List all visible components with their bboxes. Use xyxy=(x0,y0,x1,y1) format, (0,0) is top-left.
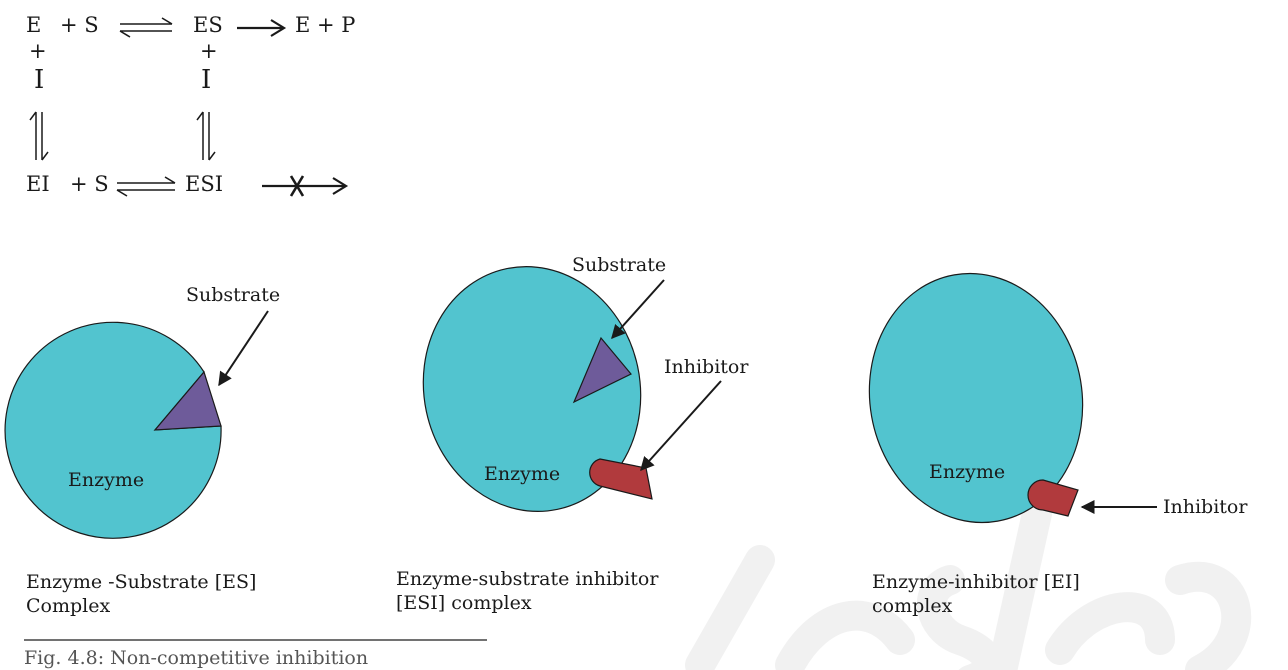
species-ei: EI xyxy=(26,172,50,196)
species-e: E xyxy=(26,13,42,37)
plus-inhibitor-right: + xyxy=(200,39,218,63)
caption-1-line2: Complex xyxy=(26,595,111,617)
substrate-label-2: Substrate xyxy=(572,254,667,276)
species-products: E + P xyxy=(295,13,356,37)
inhibitor-i-right: I xyxy=(201,65,212,95)
inhibitor-label-2: Inhibitor xyxy=(664,356,749,378)
equilibrium-arrow-ei-s xyxy=(116,176,176,197)
enzyme-body-1 xyxy=(4,321,222,539)
caption-1-line1: Enzyme -Substrate [ES] xyxy=(26,571,257,593)
enzyme-label-1: Enzyme xyxy=(68,469,145,491)
vertical-equilibrium-left xyxy=(29,111,49,161)
substrate-pointer-2 xyxy=(611,279,665,340)
enzyme-label-2: Enzyme xyxy=(484,463,561,485)
equilibrium-arrow-e-s xyxy=(119,17,173,38)
substrate-pointer-1 xyxy=(218,310,269,387)
plus-inhibitor-left: + xyxy=(29,39,47,63)
inhibitor-label-3: Inhibitor xyxy=(1163,496,1248,518)
figure-caption: Fig. 4.8: Non-competitive inhibition xyxy=(24,647,369,669)
enzyme-body-2 xyxy=(422,266,642,512)
species-plus-s-2: + S xyxy=(70,172,109,196)
substrate-label-1: Substrate xyxy=(186,284,281,306)
substrate-wedge-2 xyxy=(572,336,632,404)
species-plus-s: + S xyxy=(60,13,99,37)
inhibitor-pointer-2 xyxy=(640,380,722,472)
species-esi: ESI xyxy=(185,172,224,196)
substrate-wedge-1 xyxy=(153,370,222,431)
caption-3-line2: complex xyxy=(872,595,953,617)
inhibitor-shape-2 xyxy=(589,458,653,500)
caption-2-line1: Enzyme-substrate inhibitor xyxy=(396,568,659,590)
product-arrow xyxy=(237,19,287,37)
vertical-equilibrium-right xyxy=(196,111,216,161)
caption-3-line1: Enzyme-inhibitor [EI] xyxy=(872,571,1080,593)
inhibitor-shape-3 xyxy=(1027,479,1079,517)
enzyme-body-3 xyxy=(868,272,1084,524)
blocked-arrow xyxy=(262,175,349,197)
caption-2-line2: [ESI] complex xyxy=(396,592,532,614)
inhibitor-i-left: I xyxy=(34,65,45,95)
enzyme-label-3: Enzyme xyxy=(929,461,1006,483)
species-es: ES xyxy=(193,13,223,37)
